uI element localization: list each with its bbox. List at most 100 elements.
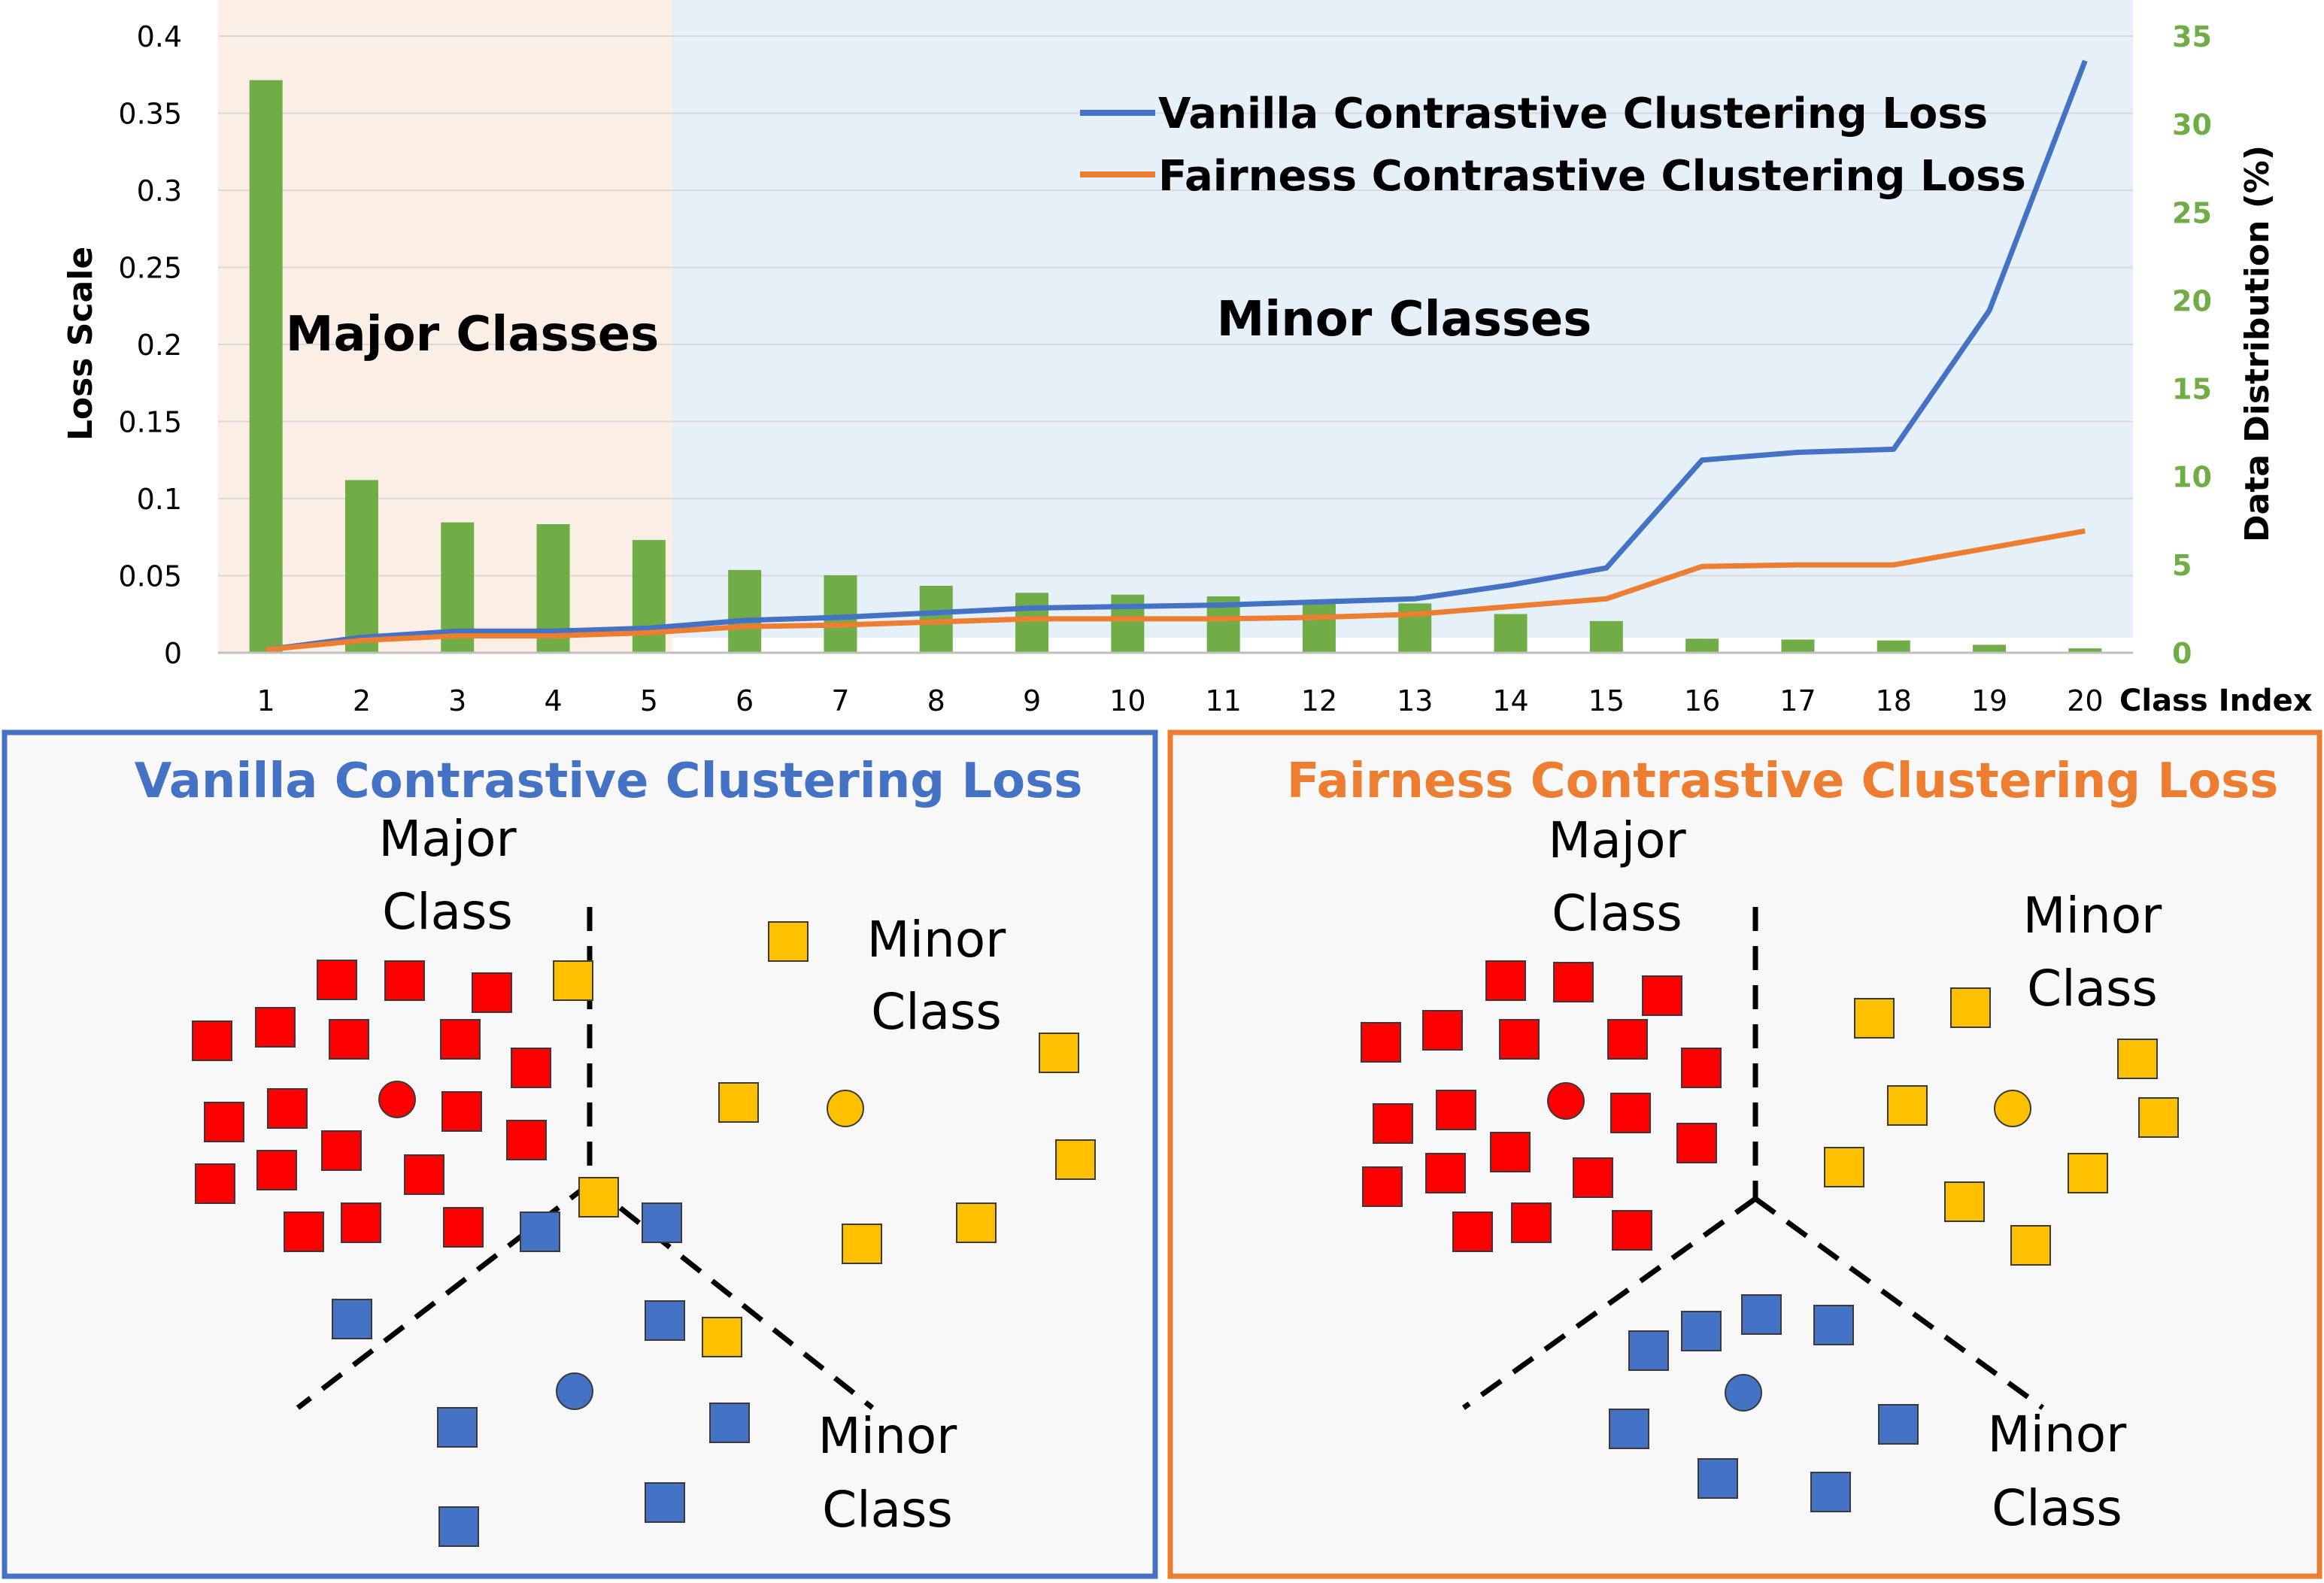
sample-square — [404, 1154, 444, 1195]
bar — [1685, 638, 1719, 653]
sample-square — [472, 972, 512, 1013]
sample-square — [1642, 975, 1682, 1016]
y-tick-label: 0.4 — [137, 20, 182, 53]
sample-square — [1741, 1294, 1782, 1335]
sample-square — [1485, 960, 1526, 1001]
fairness-loss-line — [265, 528, 2086, 653]
sample-square — [645, 1300, 685, 1341]
bar — [2068, 648, 2102, 653]
sample-square — [1361, 1022, 1401, 1063]
fairness-major-label-line1: Major — [1548, 811, 1686, 869]
fairness-minor-right-label-line1: Minor — [2023, 887, 2162, 945]
y2-tick-label: 25 — [2172, 196, 2212, 229]
fairness-boundary-left — [1461, 1196, 1758, 1410]
bar — [728, 569, 762, 653]
fairness-panel-frame — [1167, 729, 2322, 1579]
sample-square — [1950, 987, 1991, 1028]
sample-square — [506, 1120, 547, 1160]
y-tick-label: 0.2 — [137, 329, 182, 362]
y2-tick-label: 20 — [2172, 284, 2212, 317]
x-tick-label: 14 — [1492, 684, 1528, 717]
y-tick-label: 0.3 — [137, 174, 182, 208]
sample-square — [256, 1150, 297, 1190]
x-tick-label: 15 — [1588, 684, 1625, 717]
fairness-samples — [1361, 960, 2179, 1512]
x-tick-label: 18 — [1876, 684, 1912, 717]
sample-square — [642, 1202, 682, 1243]
sample-square — [1813, 1305, 1854, 1345]
minor-classes-region — [672, 0, 2133, 638]
sample-square — [768, 921, 809, 962]
sample-square — [441, 1091, 482, 1132]
loss-distribution-chart: 00.050.10.150.20.250.30.350.4 0510152025… — [62, 0, 2313, 718]
sample-square — [2138, 1097, 2179, 1138]
sample-square — [317, 960, 357, 1000]
legend-label-vanilla: Vanilla Contrastive Clustering Loss — [1158, 89, 1988, 138]
fairness-minor-right-label-line2: Class — [2027, 960, 2158, 1017]
bar — [632, 540, 666, 653]
fairness-boundary-right — [1753, 1196, 2045, 1410]
sample-square — [255, 1007, 296, 1048]
sample-square — [1436, 1090, 1476, 1130]
x-tick-label: 12 — [1301, 684, 1337, 717]
y-tick-label: 0 — [164, 637, 182, 670]
sample-square — [1039, 1033, 1079, 1073]
sample-square — [1607, 1019, 1648, 1060]
class-center-circle — [378, 1081, 416, 1118]
x-tick-label: 19 — [1971, 684, 2007, 717]
x-tick-label: 13 — [1397, 684, 1433, 717]
sample-square — [443, 1207, 484, 1248]
vanilla-panel-frame — [2, 729, 1158, 1579]
minor-classes-label: Minor Classes — [1217, 292, 1592, 347]
x-tick-label: 9 — [1023, 684, 1041, 717]
sample-square — [578, 1177, 619, 1218]
sample-square — [1373, 1103, 1413, 1144]
vanilla-boundary-right — [587, 1181, 875, 1410]
sample-square — [2010, 1225, 2051, 1266]
class-center-circle — [556, 1372, 593, 1410]
sample-square — [329, 1019, 369, 1060]
y2-axis-title: Data Distribution (%) — [2238, 145, 2277, 542]
sample-square — [520, 1212, 560, 1252]
class-center-circle — [1994, 1090, 2031, 1127]
sample-square — [1452, 1212, 1493, 1252]
x-tick-label: 5 — [640, 684, 658, 717]
class-center-circle — [1547, 1082, 1585, 1120]
bar — [1302, 599, 1336, 653]
bar — [344, 480, 378, 653]
y-tick-label: 0.25 — [118, 252, 182, 285]
sample-square — [1609, 1409, 1649, 1449]
bar — [1494, 614, 1528, 653]
y2-tick-label: 0 — [2172, 637, 2192, 670]
bar — [1876, 640, 1910, 653]
y-axis-ticks: 00.050.10.150.20.250.30.350.4 — [118, 20, 182, 670]
y2-tick-label: 15 — [2172, 373, 2212, 406]
vanilla-samples — [192, 921, 1096, 1547]
sample-square — [709, 1403, 750, 1443]
y-axis-title: Loss Scale — [62, 247, 100, 441]
sample-square — [1681, 1311, 1722, 1351]
vanilla-major-label-line2: Class — [382, 883, 513, 941]
line-series — [265, 59, 2088, 653]
sample-square — [1553, 962, 1594, 1002]
sample-square — [2117, 1039, 2158, 1079]
legend-label-fairness: Fairness Contrastive Clustering Loss — [1158, 152, 2026, 201]
sample-square — [321, 1130, 362, 1171]
sample-square — [645, 1482, 685, 1523]
vanilla-minor-bottom-label-line1: Minor — [818, 1407, 957, 1465]
sample-square — [1573, 1157, 1613, 1198]
vanilla-major-label-line1: Major — [378, 810, 517, 868]
sample-square — [956, 1202, 997, 1243]
sample-square — [1824, 1147, 1864, 1187]
bar — [249, 80, 283, 654]
bar — [1781, 639, 1815, 653]
sample-square — [1610, 1093, 1651, 1133]
sample-square — [1887, 1085, 1928, 1126]
x-tick-label: 6 — [736, 684, 754, 717]
bar — [1111, 594, 1145, 653]
sample-square — [332, 1299, 372, 1339]
sample-square — [1425, 1153, 1466, 1193]
x-axis-title: Class Index — [2119, 684, 2313, 718]
